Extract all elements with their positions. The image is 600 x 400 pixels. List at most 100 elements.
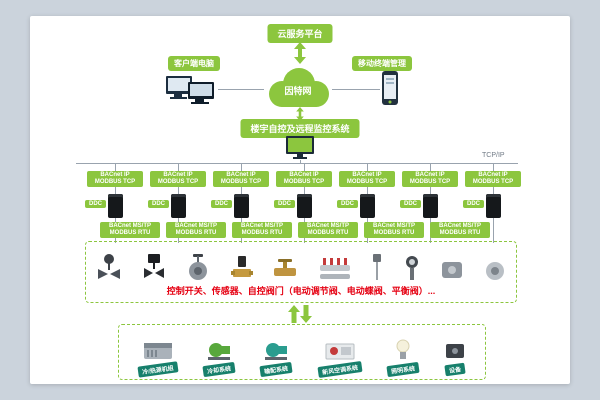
field-device-icons	[96, 248, 506, 282]
bacnet-ip-line1: BACnet IP	[478, 172, 508, 178]
manifold-icon	[319, 258, 350, 279]
bacnet-ip-line2: MODBUS TCP	[157, 179, 199, 186]
bacnet-mstp-label: BACnet MS/TP MODBUS RTU	[298, 222, 358, 239]
ddc-controller	[486, 194, 501, 218]
bacnet-ip-label: BACnet IP MODBUS TCP	[465, 171, 521, 188]
client-computer-label: 客户端电脑	[168, 56, 220, 71]
bacnet-mstp-line2: MODBUS RTU	[109, 230, 151, 237]
up-down-arrow-icon	[294, 42, 306, 64]
distribution-pump-icon	[265, 343, 288, 360]
system-item: 照明系统	[386, 338, 420, 378]
bacnet-ip-line2: MODBUS TCP	[346, 179, 388, 186]
ddc-controller	[108, 194, 123, 218]
system-label: 新风空调系统	[316, 360, 363, 379]
bacnet-mstp-label: BACnet MS/TP MODBUS RTU	[100, 222, 160, 239]
mobile-phone-icon	[382, 71, 398, 105]
cloud-icon	[269, 68, 329, 107]
client-computers-icon	[166, 76, 214, 104]
tcpip-label: TCP/IP	[482, 152, 505, 159]
bacnet-mstp-label: BACnet MS/TP MODBUS RTU	[364, 222, 424, 239]
cooling-pump-icon	[207, 343, 230, 360]
bacnet-ip-line2: MODBUS TCP	[409, 179, 451, 186]
control-valve-icon	[143, 254, 164, 278]
ddc-label: DDC	[148, 200, 169, 208]
bacnet-mstp-line1: BACnet MS/TP	[307, 223, 349, 229]
system-item: 冷/热源机组	[137, 340, 178, 378]
bacnet-mstp-line1: BACnet MS/TP	[241, 223, 283, 229]
ddc-label: DDC	[337, 200, 358, 208]
bacnet-ip-line2: MODBUS TCP	[220, 179, 262, 186]
bacnet-ip-label: BACnet IP MODBUS TCP	[150, 171, 206, 188]
bacnet-mstp-line2: MODBUS RTU	[241, 230, 283, 237]
bacnet-ip-line1: BACnet IP	[163, 172, 193, 178]
bacnet-ip-line1: BACnet IP	[100, 172, 130, 178]
globe-valve-icon	[98, 254, 120, 279]
systems-row: 冷/热源机组 冷却系统 输配系统	[125, 329, 479, 379]
ddc-controller	[297, 194, 312, 218]
damper-actuator-icon	[442, 262, 463, 278]
bacnet-ip-line2: MODBUS TCP	[94, 179, 136, 186]
ddc-controller	[360, 194, 375, 218]
system-label: 冷/热源机组	[137, 361, 178, 378]
bacnet-mstp-line1: BACnet MS/TP	[439, 223, 481, 229]
equipment-box-icon	[446, 344, 465, 358]
field-devices-box: 控制开关、传感器、自控阀门（电动调节阀、电动蝶阀、平衡阀）...	[85, 241, 517, 303]
internet-label: 因特网	[284, 86, 312, 96]
bacnet-mstp-label: BACnet MS/TP MODBUS RTU	[430, 222, 490, 239]
bas-workstation-icon	[286, 136, 314, 159]
system-label: 照明系统	[386, 361, 420, 378]
bacnet-ip-line2: MODBUS TCP	[472, 179, 514, 186]
bacnet-ip-line1: BACnet IP	[415, 172, 445, 178]
bacnet-mstp-line2: MODBUS RTU	[439, 230, 481, 237]
up-down-arrow-icon	[296, 107, 304, 121]
field-devices-caption: 控制开关、传感器、自控阀门（电动调节阀、电动蝶阀、平衡阀）...	[166, 286, 436, 296]
bacnet-mstp-label: BACnet MS/TP MODBUS RTU	[166, 222, 226, 239]
bas-bus-line	[300, 160, 301, 164]
solenoid-valve-icon	[230, 256, 253, 277]
bacnet-ip-label: BACnet IP MODBUS TCP	[87, 171, 143, 188]
bacnet-ip-label: BACnet IP MODBUS TCP	[276, 171, 332, 188]
temperature-sensor-icon	[373, 254, 382, 280]
ddc-label: DDC	[85, 200, 106, 208]
bacnet-mstp-line1: BACnet MS/TP	[109, 223, 151, 229]
tcpip-bus-line	[76, 163, 518, 164]
mobile-terminal-label: 移动终端管理	[352, 56, 412, 71]
system-label: 冷却系统	[202, 361, 236, 378]
ball-valve-icon	[274, 259, 297, 276]
bacnet-ip-label: BACnet IP MODBUS TCP	[402, 171, 458, 188]
bacnet-mstp-line1: BACnet MS/TP	[373, 223, 415, 229]
transfer-arrows-icon	[288, 305, 312, 323]
bas-system-label: 楼宇自控及远程监控系统	[240, 119, 360, 138]
bacnet-ip-line1: BACnet IP	[289, 172, 319, 178]
bacnet-ip-line1: BACnet IP	[226, 172, 256, 178]
air-handling-unit-icon	[325, 343, 355, 360]
bacnet-mstp-line2: MODBUS RTU	[175, 230, 217, 237]
bacnet-ip-line2: MODBUS TCP	[283, 179, 325, 186]
system-label: 设备	[444, 362, 466, 377]
system-item: 设备	[444, 340, 466, 377]
light-bulb-icon	[396, 339, 410, 359]
bacnet-ip-label: BACnet IP MODBUS TCP	[213, 171, 269, 188]
systems-box: 冷/热源机组 冷却系统 输配系统	[118, 324, 486, 380]
ddc-controller	[234, 194, 249, 218]
system-item: 冷却系统	[202, 340, 236, 378]
ddc-label: DDC	[463, 200, 484, 208]
system-label: 输配系统	[259, 361, 293, 378]
bacnet-mstp-line2: MODBUS RTU	[307, 230, 349, 237]
ddc-controller	[423, 194, 438, 218]
flow-sensor-icon	[485, 262, 504, 280]
bacnet-mstp-label: BACnet MS/TP MODBUS RTU	[232, 222, 292, 239]
ddc-label: DDC	[211, 200, 232, 208]
bacnet-mstp-line1: BACnet MS/TP	[175, 223, 217, 229]
ddc-controller	[171, 194, 186, 218]
system-item: 新风空调系统	[316, 340, 363, 379]
ddc-label: DDC	[400, 200, 421, 208]
bacnet-mstp-line2: MODBUS RTU	[373, 230, 415, 237]
client-cloud-line	[218, 89, 264, 90]
system-item: 输配系统	[259, 340, 293, 378]
bacnet-ip-label: BACnet IP MODBUS TCP	[339, 171, 395, 188]
bacnet-ip-line1: BACnet IP	[352, 172, 382, 178]
ddc-label: DDC	[274, 200, 295, 208]
cloud-platform-label: 云服务平台	[267, 24, 333, 43]
